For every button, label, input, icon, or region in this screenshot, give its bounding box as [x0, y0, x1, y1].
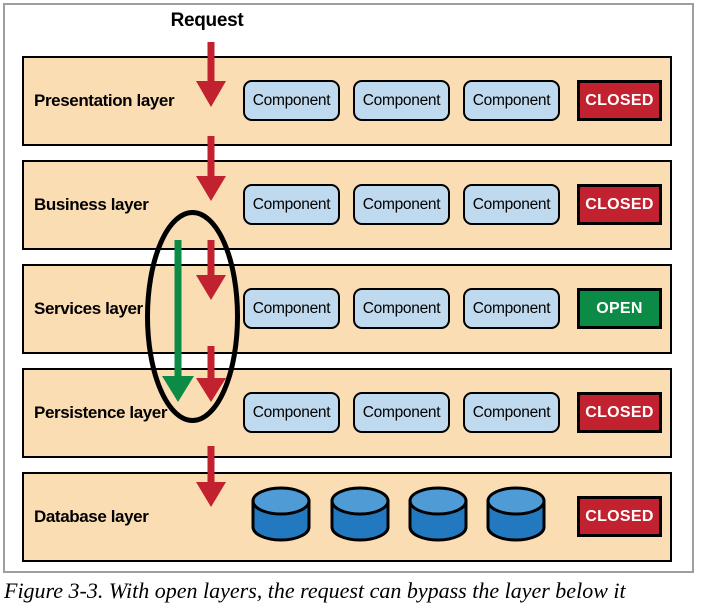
component-box: Component [353, 80, 450, 121]
component-box: Component [463, 288, 560, 329]
layer-label: Presentation layer [34, 91, 175, 110]
database-cylinder-icon [330, 486, 390, 542]
component-box: Component [463, 392, 560, 433]
status-badge-closed: CLOSED [577, 80, 662, 121]
layer-row-persistence: Persistence layer Component Component Co… [22, 368, 672, 458]
database-cylinder-icon [408, 486, 468, 542]
status-badge-closed: CLOSED [577, 496, 662, 537]
component-box: Component [353, 392, 450, 433]
layer-label: Business layer [34, 195, 149, 214]
layer-row-database: Database layer CLOSED [22, 472, 672, 562]
layer-label: Persistence layer [34, 403, 168, 422]
layer-label: Database layer [34, 507, 149, 526]
component-box: Component [243, 80, 340, 121]
layer-row-business: Business layer Component Component Compo… [22, 160, 672, 250]
database-cylinder-icon [486, 486, 546, 542]
component-box: Component [243, 184, 340, 225]
component-box: Component [353, 184, 450, 225]
database-cylinder-icon [251, 486, 311, 542]
layer-row-services: Services layer Component Component Compo… [22, 264, 672, 354]
component-box: Component [243, 392, 340, 433]
layer-label: Services layer [34, 299, 143, 318]
component-box: Component [463, 80, 560, 121]
component-box: Component [353, 288, 450, 329]
component-box: Component [243, 288, 340, 329]
layer-row-presentation: Presentation layer Component Component C… [22, 56, 672, 146]
status-badge-closed: CLOSED [577, 184, 662, 225]
status-badge-closed: CLOSED [577, 392, 662, 433]
component-box: Component [463, 184, 560, 225]
figure-caption: Figure 3-3. With open layers, the reques… [4, 578, 626, 603]
status-badge-open: OPEN [577, 288, 662, 329]
request-label: Request [170, 10, 244, 31]
